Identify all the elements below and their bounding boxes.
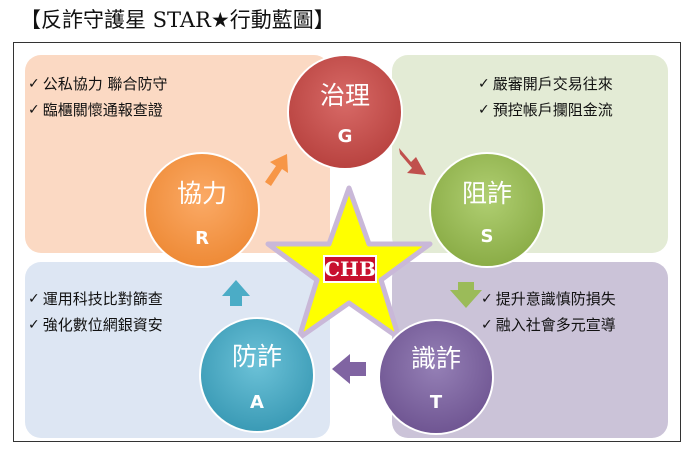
check-mark-icon: ✓ xyxy=(481,317,493,333)
node-governance: 治理 G xyxy=(287,54,403,170)
bullets-bottom-right: ✓提升意識慎防損失 ✓融入社會多元宣導 xyxy=(481,286,616,338)
bullet-text: 運用科技比對篩查 xyxy=(42,290,163,308)
node-identify: 識詐 T xyxy=(378,319,494,435)
chb-logo-box xyxy=(323,255,377,283)
check-mark-icon: ✓ xyxy=(478,76,490,92)
bullet-text: 嚴審開戶交易往來 xyxy=(492,75,613,93)
list-item: ✓融入社會多元宣導 xyxy=(481,312,616,338)
node-label: 防詐 xyxy=(232,342,282,371)
node-circle xyxy=(378,319,494,435)
check-mark-icon: ✓ xyxy=(481,291,493,307)
bullet-text: 臨櫃關懷通報查證 xyxy=(42,101,163,119)
list-item: ✓提升意識慎防損失 xyxy=(481,286,616,312)
list-item: ✓運用科技比對篩查 xyxy=(28,286,163,312)
bullet-text: 融入社會多元宣導 xyxy=(495,316,616,334)
bullet-text: 預控帳戶攔阻金流 xyxy=(492,101,613,119)
check-mark-icon: ✓ xyxy=(28,102,40,118)
bullets-bottom-left: ✓運用科技比對篩查 ✓強化數位網銀資安 xyxy=(28,286,163,338)
bullet-text: 提升意識慎防損失 xyxy=(495,290,616,308)
diagram-title: 【反詐守護星 STAR★行動藍圖】 xyxy=(20,8,335,32)
check-mark-icon: ✓ xyxy=(28,291,40,307)
arrow-s-to-t xyxy=(450,282,482,308)
node-stop: 阻詐 S xyxy=(429,152,545,268)
node-circle xyxy=(429,152,545,268)
bullets-top-left: ✓公私協力 聯合防守 ✓臨櫃關懷通報查證 xyxy=(28,71,168,123)
arrow-r-to-g xyxy=(265,154,288,186)
node-letter: S xyxy=(481,226,494,247)
check-mark-icon: ✓ xyxy=(478,102,490,118)
node-circle xyxy=(144,152,260,268)
check-mark-icon: ✓ xyxy=(28,76,40,92)
chb-logo: CHB xyxy=(324,257,376,281)
list-item: ✓強化數位網銀資安 xyxy=(28,312,163,338)
list-item: ✓公私協力 聯合防守 xyxy=(28,71,168,97)
bullet-text: 公私協力 聯合防守 xyxy=(42,75,168,93)
node-label: 阻詐 xyxy=(462,179,512,208)
diagram-frame xyxy=(13,42,681,442)
node-label: 識詐 xyxy=(411,344,461,373)
node-letter: T xyxy=(430,392,443,413)
arrow-t-to-a xyxy=(332,354,366,384)
arrow-g-to-s xyxy=(399,148,426,175)
node-prevent: 防詐 A xyxy=(199,317,315,433)
list-item: ✓嚴審開戶交易往來 xyxy=(478,71,613,97)
node-letter: R xyxy=(195,228,209,249)
node-letter: A xyxy=(250,392,264,413)
check-mark-icon: ✓ xyxy=(28,317,40,333)
node-circle xyxy=(199,317,315,433)
node-letter: G xyxy=(338,126,353,147)
node-cooperate: 協力 R xyxy=(144,152,260,268)
bullets-top-right: ✓嚴審開戶交易往來 ✓預控帳戶攔阻金流 xyxy=(478,71,613,123)
list-item: ✓臨櫃關懷通報查證 xyxy=(28,97,168,123)
list-item: ✓預控帳戶攔阻金流 xyxy=(478,97,613,123)
arrow-a-to-r xyxy=(222,280,250,306)
node-label: 協力 xyxy=(177,179,227,208)
bullet-text: 強化數位網銀資安 xyxy=(42,316,163,334)
node-label: 治理 xyxy=(320,81,370,110)
node-circle xyxy=(287,54,403,170)
